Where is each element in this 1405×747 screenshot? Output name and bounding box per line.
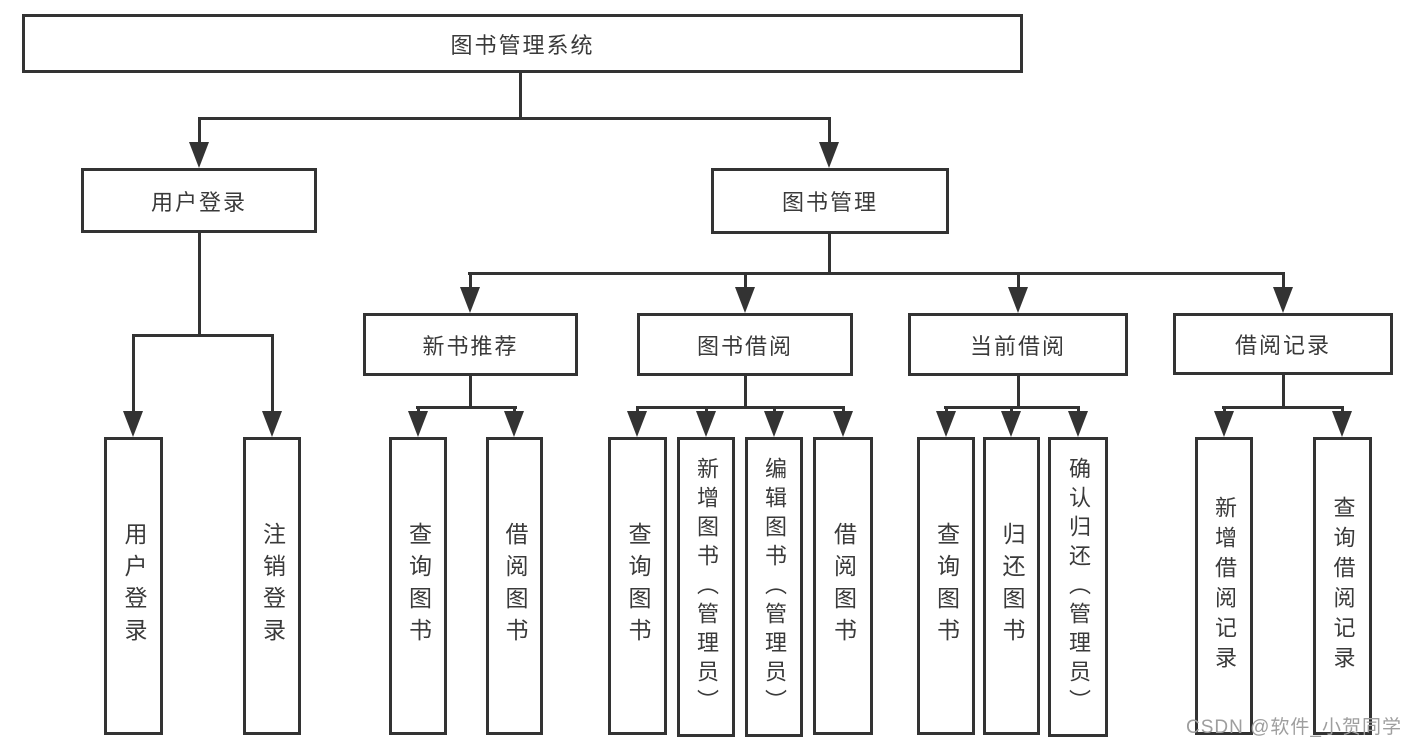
connector-line bbox=[468, 272, 1285, 275]
connector-line bbox=[469, 272, 472, 294]
node-label: 编辑图书（管理员） bbox=[762, 456, 787, 718]
node-query-borrow-record: 查询借阅记录 bbox=[1313, 437, 1372, 735]
node-label: 当前借阅 bbox=[969, 333, 1066, 359]
connector-line bbox=[828, 117, 831, 145]
arrow-down-icon bbox=[833, 411, 853, 437]
node-borrow-books-1: 借阅图书 bbox=[486, 437, 543, 735]
arrow-down-icon bbox=[696, 411, 716, 437]
connector-line bbox=[828, 234, 831, 275]
connector-line bbox=[1017, 376, 1020, 409]
arrow-down-icon bbox=[735, 287, 755, 313]
node-label: 新增图书（管理员） bbox=[694, 456, 719, 718]
connector-line bbox=[1282, 272, 1285, 294]
node-new-book-recommend: 新书推荐 bbox=[363, 313, 578, 376]
node-confirm-return-admin: 确认归还（管理员） bbox=[1048, 437, 1108, 737]
arrow-down-icon bbox=[936, 411, 956, 437]
node-label: 新增借阅记录 bbox=[1212, 496, 1237, 676]
node-user-login-leaf: 用户登录 bbox=[104, 437, 163, 735]
node-query-books-3: 查询图书 bbox=[917, 437, 975, 735]
node-borrowing-records: 借阅记录 bbox=[1173, 313, 1393, 375]
arrow-down-icon bbox=[1008, 287, 1028, 313]
node-library-management-system: 图书管理系统 bbox=[22, 14, 1023, 73]
connector-line bbox=[519, 73, 522, 119]
node-label: 确认归还（管理员） bbox=[1066, 456, 1091, 718]
connector-line bbox=[198, 233, 201, 336]
arrow-down-icon bbox=[123, 411, 143, 437]
node-label: 借阅图书 bbox=[830, 522, 857, 650]
node-label: 查询借阅记录 bbox=[1330, 496, 1356, 676]
node-return-books: 归还图书 bbox=[983, 437, 1040, 735]
connector-line bbox=[271, 334, 274, 416]
node-label: 归还图书 bbox=[999, 522, 1025, 650]
arrow-down-icon bbox=[1273, 287, 1293, 313]
node-add-books-admin: 新增图书（管理员） bbox=[677, 437, 735, 737]
connector-line bbox=[469, 376, 472, 409]
node-label: 新书推荐 bbox=[422, 333, 519, 359]
node-query-books-1: 查询图书 bbox=[389, 437, 447, 735]
arrow-down-icon bbox=[627, 411, 647, 437]
arrow-down-icon bbox=[262, 411, 282, 437]
node-logout: 注销登录 bbox=[243, 437, 301, 735]
node-label: 用户登录 bbox=[121, 522, 147, 650]
connector-line bbox=[636, 406, 845, 409]
connector-line bbox=[132, 334, 274, 337]
connector-line bbox=[132, 334, 135, 416]
node-label: 图书借阅 bbox=[696, 333, 793, 359]
arrow-down-icon bbox=[1001, 411, 1021, 437]
node-borrow-books-2: 借阅图书 bbox=[813, 437, 873, 735]
connector-line bbox=[1017, 272, 1020, 294]
node-label: 图书管理系统 bbox=[450, 32, 595, 58]
node-query-books-2: 查询图书 bbox=[608, 437, 667, 735]
arrow-down-icon bbox=[1332, 411, 1352, 437]
connector-line bbox=[416, 406, 517, 409]
node-label: 借阅记录 bbox=[1234, 333, 1331, 358]
connector-line bbox=[744, 272, 747, 294]
node-user-login: 用户登录 bbox=[81, 168, 317, 233]
node-label: 图书管理 bbox=[781, 190, 878, 215]
node-add-borrow-record: 新增借阅记录 bbox=[1195, 437, 1253, 735]
arrow-down-icon bbox=[504, 411, 524, 437]
arrow-down-icon bbox=[408, 411, 428, 437]
connector-line bbox=[198, 117, 831, 120]
node-label: 查询图书 bbox=[625, 522, 651, 650]
arrow-down-icon bbox=[460, 287, 480, 313]
arrow-down-icon bbox=[819, 142, 839, 168]
node-current-borrowing: 当前借阅 bbox=[908, 313, 1128, 376]
connector-line bbox=[198, 117, 201, 145]
connector-line bbox=[1282, 375, 1285, 409]
node-label: 注销登录 bbox=[259, 522, 286, 650]
node-book-borrowing: 图书借阅 bbox=[637, 313, 853, 376]
watermark: CSDN @软件_小贺同学 bbox=[1186, 717, 1402, 738]
arrow-down-icon bbox=[764, 411, 784, 437]
node-label: 借阅图书 bbox=[502, 522, 528, 650]
arrow-down-icon bbox=[1214, 411, 1234, 437]
arrow-down-icon bbox=[189, 142, 209, 168]
arrow-down-icon bbox=[1068, 411, 1088, 437]
connector-line bbox=[744, 376, 747, 409]
node-edit-books-admin: 编辑图书（管理员） bbox=[745, 437, 803, 737]
connector-line bbox=[1222, 406, 1344, 409]
node-book-management: 图书管理 bbox=[711, 168, 949, 234]
node-label: 查询图书 bbox=[933, 522, 960, 650]
node-label: 用户登录 bbox=[150, 189, 247, 215]
node-label: 查询图书 bbox=[405, 522, 432, 650]
